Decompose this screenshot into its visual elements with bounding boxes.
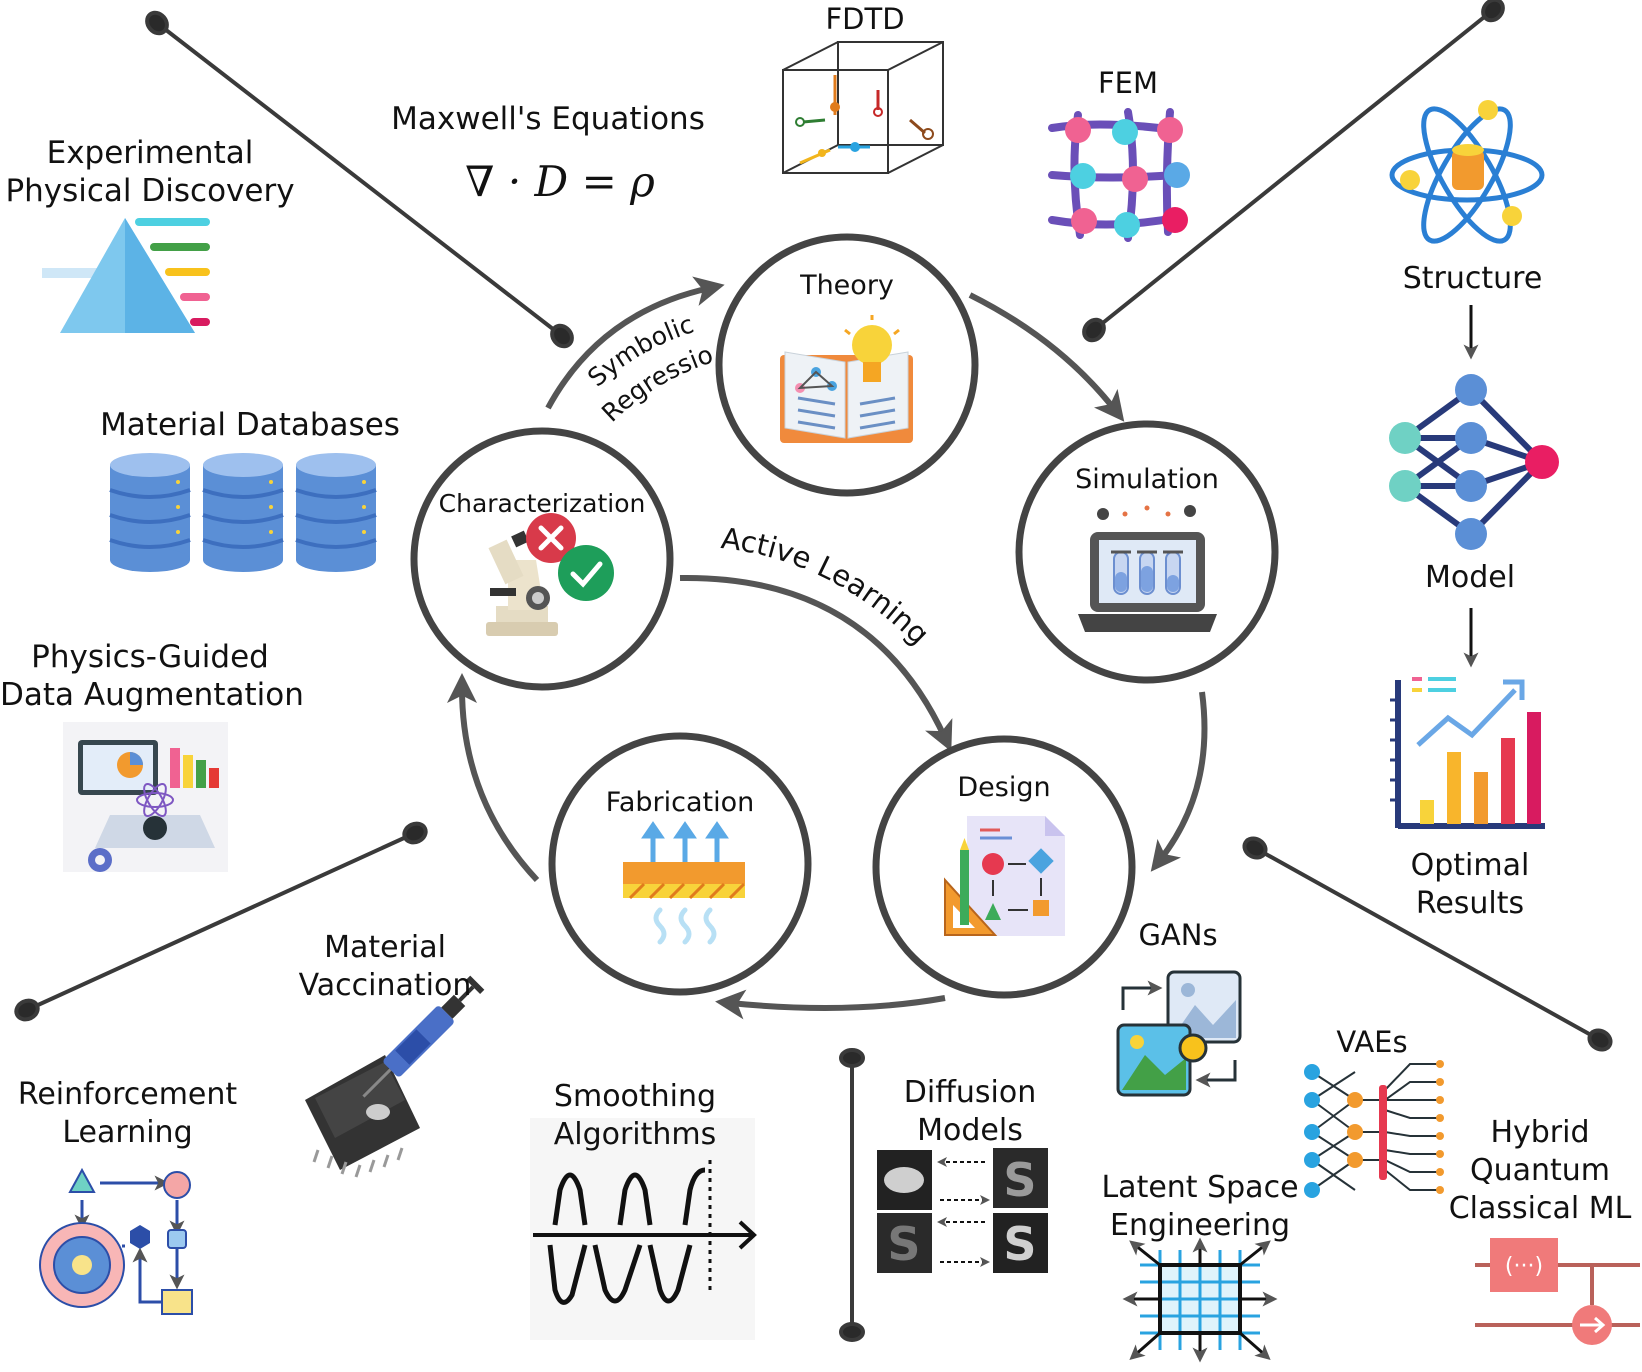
experimental-label-1: Experimental bbox=[46, 135, 254, 171]
microscope-icon bbox=[486, 513, 614, 636]
fem-label: FEM bbox=[1097, 66, 1159, 100]
fdtd-cube-icon bbox=[782, 41, 944, 174]
svg-text:S: S bbox=[887, 1217, 920, 1271]
optimal-results-label-1: Optimal bbox=[1410, 848, 1530, 883]
cycle-arrows bbox=[447, 276, 1208, 1020]
physics-guided-label-1: Physics-Guided bbox=[31, 639, 269, 675]
data-augmentation-icon bbox=[63, 722, 228, 872]
fem-mesh-icon bbox=[1048, 108, 1190, 242]
design-flowchart-icon bbox=[944, 816, 1065, 936]
physics-guided-label-2: Data Augmentation bbox=[0, 677, 304, 713]
vaes-label: VAEs bbox=[1336, 1025, 1408, 1059]
hybrid-label-1: Hybrid bbox=[1490, 1115, 1590, 1150]
image-swap-icon bbox=[1116, 970, 1242, 1097]
structure-label: Structure bbox=[1402, 261, 1543, 296]
simulation-label: Simulation bbox=[1075, 464, 1219, 495]
svg-text:(···): (···) bbox=[1505, 1254, 1543, 1279]
optimal-results-label-2: Results bbox=[1415, 886, 1525, 921]
maxwell-title: Maxwell's Equations bbox=[391, 101, 705, 137]
connector-lines bbox=[14, 0, 1613, 1342]
svg-text:S: S bbox=[1003, 1153, 1036, 1207]
atom-icon bbox=[1389, 100, 1545, 244]
gans-label: GANs bbox=[1138, 918, 1218, 952]
hybrid-label-3: Classical ML bbox=[1448, 1191, 1632, 1226]
smoothing-label-2: Algorithms bbox=[553, 1117, 717, 1152]
fabrication-label: Fabrication bbox=[605, 787, 755, 818]
pyramid-icon bbox=[42, 218, 210, 333]
book-bulb-icon bbox=[780, 315, 913, 443]
smoothing-label-1: Smoothing bbox=[553, 1079, 717, 1114]
design-label: Design bbox=[957, 772, 1051, 803]
heat-layer-icon bbox=[623, 821, 746, 945]
reinforcement-label-1: Reinforcement bbox=[17, 1077, 238, 1112]
vaccination-label-2: Vaccination bbox=[298, 968, 472, 1003]
quantum-circuit-icon: (···) bbox=[1475, 1238, 1640, 1345]
svg-text:S: S bbox=[1003, 1217, 1036, 1271]
model-label: Model bbox=[1424, 560, 1516, 595]
diffusion-frames-icon: S S S bbox=[877, 1148, 1048, 1273]
laptop-test-tubes-icon bbox=[1078, 505, 1217, 632]
latent-label-2: Engineering bbox=[1110, 1208, 1290, 1243]
syringe-chip-icon bbox=[305, 975, 485, 1178]
neural-net-icon bbox=[1389, 374, 1559, 550]
reinforcement-label-2: Learning bbox=[62, 1115, 193, 1150]
grid-warp-icon bbox=[1122, 1237, 1278, 1363]
database-icon bbox=[109, 451, 378, 574]
diffusion-label-1: Diffusion bbox=[903, 1075, 1037, 1110]
material-databases-label: Material Databases bbox=[100, 407, 400, 443]
vae-network-icon bbox=[1304, 1060, 1444, 1198]
bar-chart-icon bbox=[1390, 677, 1545, 829]
maxwell-equation: ∇ · D = ρ bbox=[465, 157, 655, 206]
experimental-label-2: Physical Discovery bbox=[5, 173, 295, 209]
fdtd-label: FDTD bbox=[825, 2, 905, 36]
smoothing-wave-icon bbox=[530, 1118, 757, 1340]
latent-label-1: Latent Space bbox=[1101, 1170, 1299, 1205]
diffusion-label-2: Models bbox=[917, 1113, 1023, 1148]
characterization-label: Characterization bbox=[438, 489, 646, 518]
vaccination-label-1: Material bbox=[324, 930, 446, 965]
reinforcement-loop-icon bbox=[39, 1167, 193, 1315]
hybrid-label-2: Quantum bbox=[1469, 1153, 1611, 1188]
theory-label: Theory bbox=[800, 270, 894, 301]
